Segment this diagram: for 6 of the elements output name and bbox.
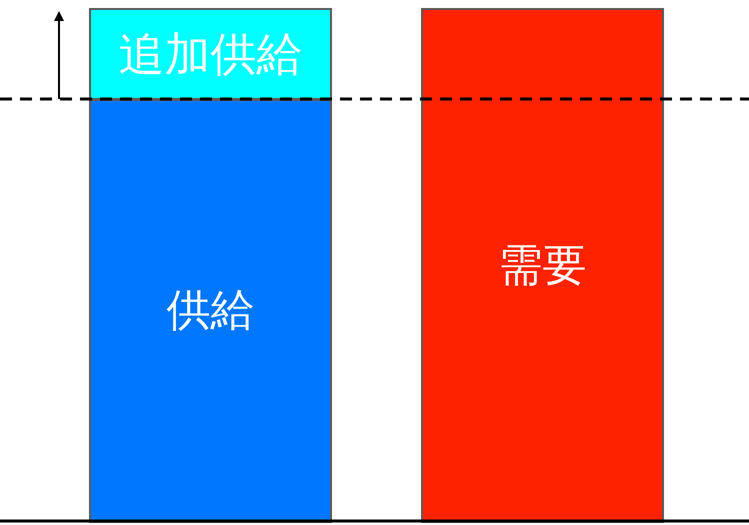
supply-bar [89, 99, 332, 523]
demand-bar [421, 8, 664, 523]
bar-label: 供給 [166, 289, 254, 333]
bar-label: 需要 [498, 244, 586, 288]
bar-label: 追加供給 [118, 31, 302, 77]
additional-supply-box [89, 8, 332, 100]
